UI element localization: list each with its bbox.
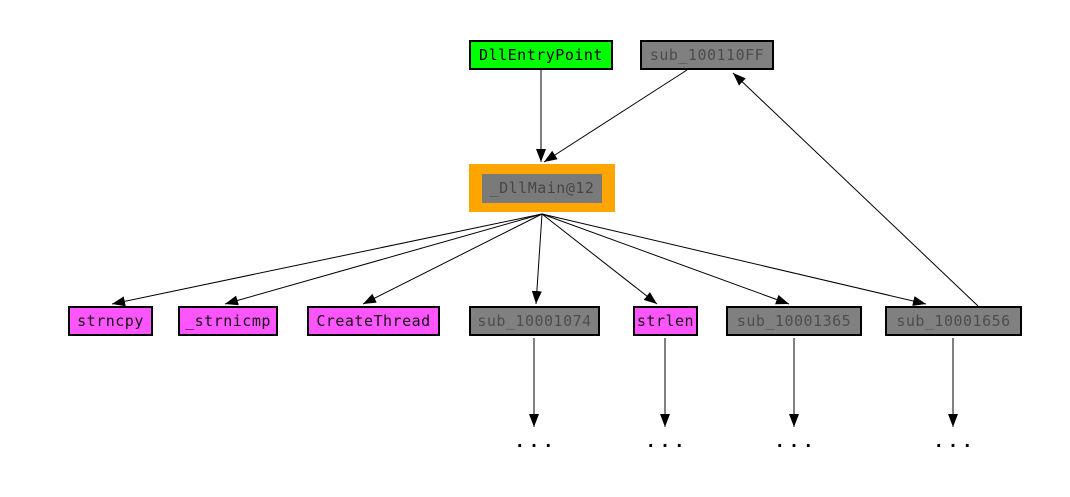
edge-dllmain-to-sub-10001074 [531, 213, 543, 305]
edge-dllmain-to-strnicmp [224, 213, 543, 306]
edge-dllmain-to-strlen [541, 213, 658, 305]
node-strncpy[interactable]: strncpy [68, 306, 153, 336]
node-strlen[interactable]: strlen [633, 306, 698, 336]
truncated-callees-ellipsis: ... [774, 432, 818, 452]
node-sub-10001365[interactable]: sub_10001365 [726, 306, 862, 336]
edge-sub-10001656-to-sub-100110ff [732, 72, 979, 307]
node-sub-100110ff[interactable]: sub_100110FF [640, 40, 774, 70]
node-strnicmp[interactable]: _strnicmp [178, 306, 278, 336]
edge-dllmain-to-strncpy [111, 213, 543, 307]
truncated-callees-ellipsis: ... [514, 432, 558, 452]
truncated-callees-ellipsis: ... [933, 432, 977, 452]
edge-sub-100110ff-to-dllmain [543, 69, 688, 163]
edge-dllmain-to-createthread [362, 213, 543, 305]
node-dllentrypoint[interactable]: DllEntryPoint [469, 40, 613, 70]
node-createthread[interactable]: CreateThread [307, 306, 440, 336]
node-dllmain-highlight[interactable]: _DllMain@12 [469, 164, 615, 212]
edge-dllmain-to-sub-10001365 [541, 213, 790, 305]
node-dllmain[interactable]: _DllMain@12 [482, 173, 602, 203]
node-sub-10001074[interactable]: sub_10001074 [469, 306, 600, 336]
truncated-callees-ellipsis: ... [645, 432, 689, 452]
edge-dllmain-to-sub-10001656 [541, 213, 927, 306]
node-sub-10001656[interactable]: sub_10001656 [885, 306, 1022, 336]
